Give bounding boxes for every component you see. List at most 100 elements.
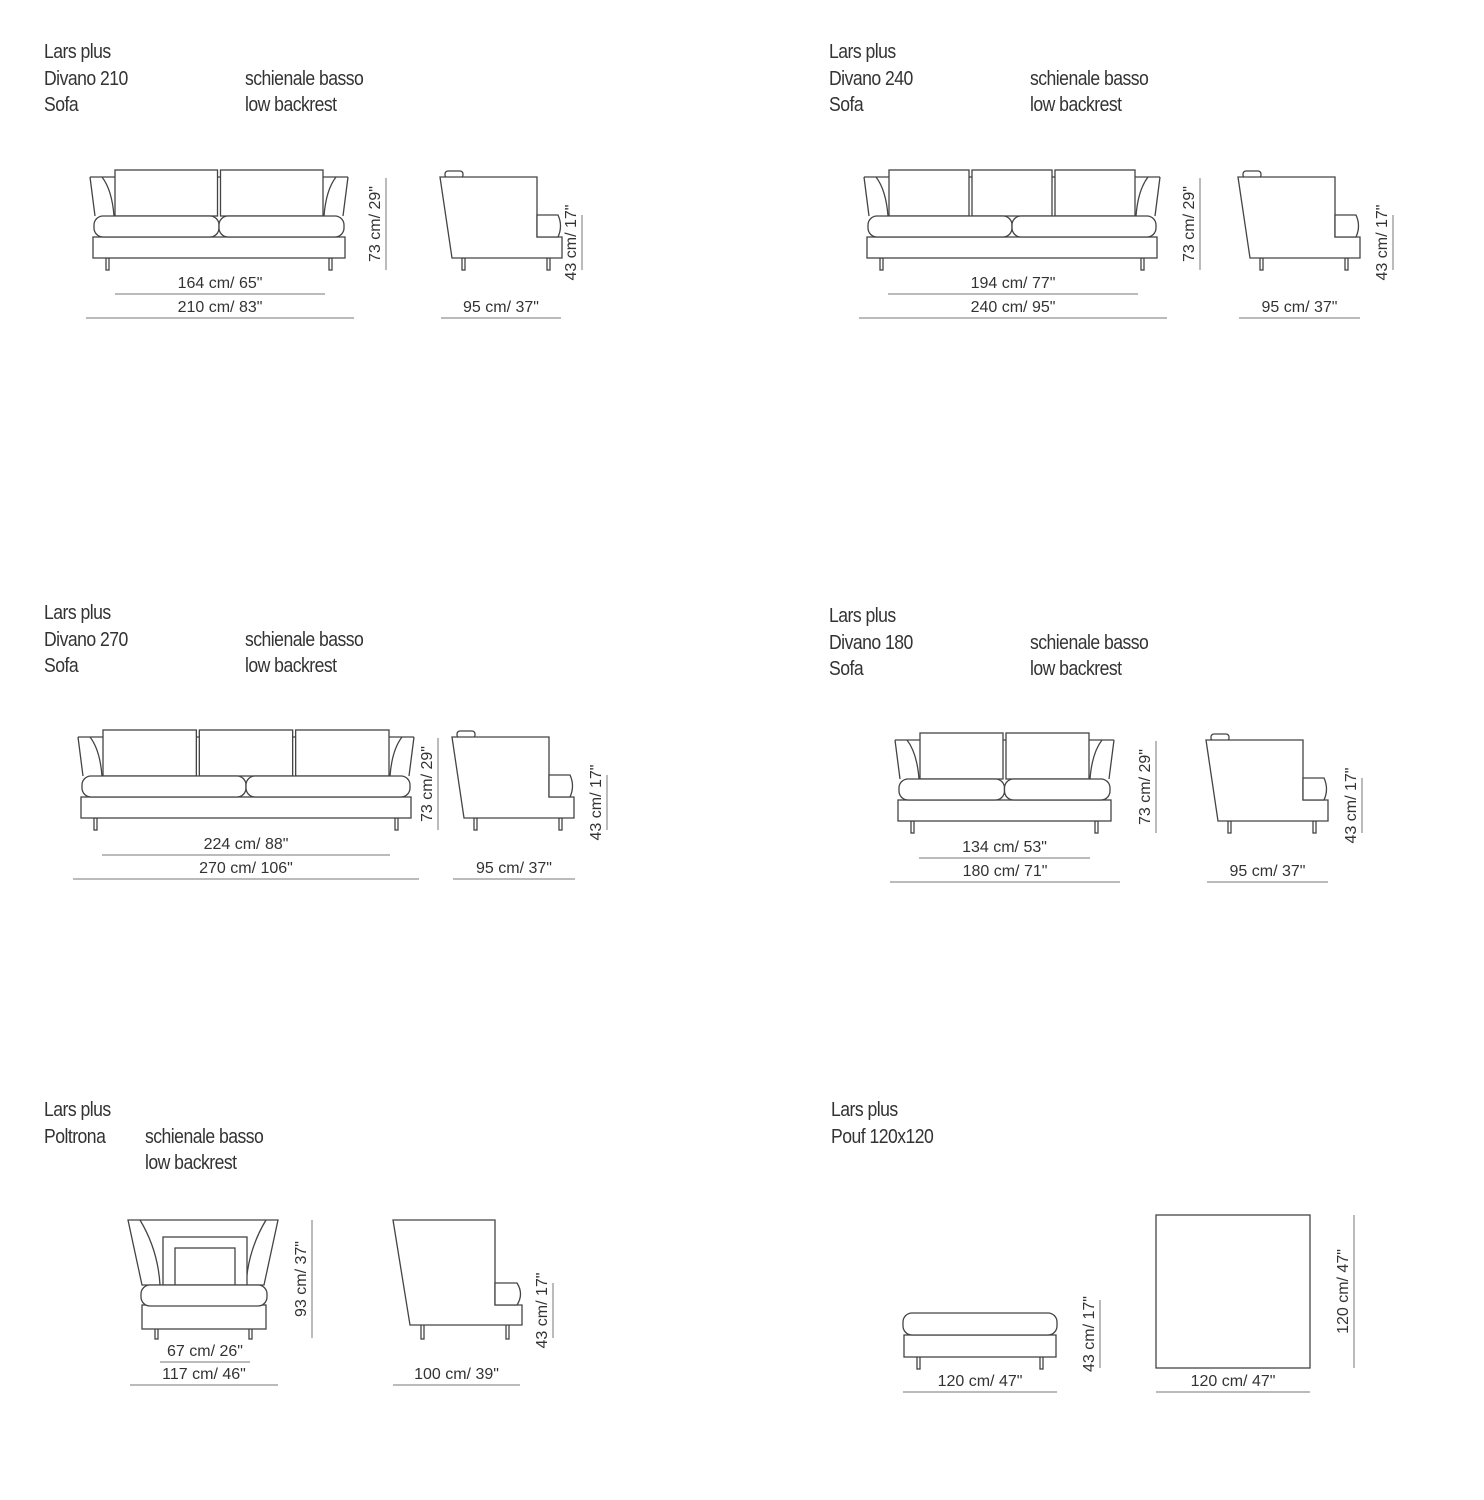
product-model: Poltrona	[44, 1125, 106, 1148]
pouf-top-view	[1155, 1214, 1311, 1369]
dimension-label: 100 cm/ 39"	[414, 1366, 499, 1383]
dimension-label: 43 cm/ 17"	[588, 765, 605, 841]
product-header-poltrona: Lars plus Poltrona	[44, 1097, 111, 1150]
sofa-side-view	[439, 170, 563, 271]
dimension-label: 43 cm/ 17"	[1081, 1296, 1098, 1372]
product-header-divano-180: Lars plus Divano 180 Sofa	[829, 603, 913, 683]
sofa-side-view	[1205, 733, 1329, 834]
backrest-label: schienale basso low backrest	[245, 66, 364, 119]
product-header-divano-270: Lars plus Divano 270 Sofa	[44, 600, 128, 680]
product-header-divano-210: Lars plus Divano 210 Sofa	[44, 39, 128, 119]
product-name: Lars plus	[44, 602, 111, 624]
backrest-label: schienale basso low backrest	[1030, 630, 1149, 683]
product-model: Divano 210	[44, 67, 128, 90]
product-name: Lars plus	[44, 1099, 111, 1121]
pouf-front-view	[902, 1312, 1058, 1370]
dimension-width: 210 cm/ 83"	[86, 299, 354, 319]
dimension-width: 120 cm/ 47"	[903, 1373, 1057, 1393]
product-name: Lars plus	[831, 1099, 898, 1121]
product-type: Sofa	[44, 655, 79, 677]
dimension-label: 43 cm/ 17"	[1374, 205, 1391, 281]
backrest-it: schienale basso	[145, 1125, 264, 1148]
backrest-en: low backrest	[245, 94, 337, 116]
dimension-height: 43 cm/ 17"	[534, 1273, 554, 1349]
backrest-en: low backrest	[1030, 94, 1122, 116]
dimension-label: 95 cm/ 37"	[1262, 299, 1338, 316]
dimension-label: 43 cm/ 17"	[534, 1273, 551, 1349]
dimension-label: 120 cm/ 47"	[938, 1373, 1023, 1390]
armchair-front-view	[127, 1219, 279, 1340]
product-type: Sofa	[44, 94, 79, 116]
sofa-front-view	[89, 169, 349, 271]
dimension-label: 240 cm/ 95"	[971, 299, 1056, 316]
dimension-label: 93 cm/ 37"	[293, 1241, 310, 1317]
dimension-width: 240 cm/ 95"	[859, 299, 1167, 319]
dimension-label: 117 cm/ 46"	[162, 1366, 246, 1383]
product-name: Lars plus	[829, 605, 896, 627]
dimension-height: 73 cm/ 29"	[367, 178, 387, 270]
dimension-width: 100 cm/ 39"	[393, 1366, 520, 1386]
dimension-width: 95 cm/ 37"	[1207, 863, 1328, 883]
backrest-it: schienale basso	[245, 67, 364, 90]
backrest-en: low backrest	[245, 655, 337, 677]
dimension-height: 93 cm/ 37"	[293, 1220, 313, 1338]
armchair-side-view	[392, 1219, 523, 1340]
sofa-front-view	[77, 729, 415, 831]
product-header-pouf: Lars plus Pouf 120x120	[831, 1097, 934, 1150]
dimension-height: 73 cm/ 29"	[1137, 741, 1157, 833]
dimension-width: 95 cm/ 37"	[453, 860, 575, 880]
sofa-front-view	[894, 732, 1115, 834]
dimension-width: 95 cm/ 37"	[1239, 299, 1360, 319]
dimension-width: 95 cm/ 37"	[441, 299, 561, 319]
dimension-width: 194 cm/ 77"	[888, 275, 1138, 295]
backrest-en: low backrest	[145, 1152, 237, 1174]
backrest-label: schienale basso low backrest	[245, 627, 364, 680]
dimension-width: 164 cm/ 65"	[115, 275, 325, 295]
dimension-label: 224 cm/ 88"	[204, 836, 289, 853]
dimension-label: 73 cm/ 29"	[1181, 186, 1198, 262]
dimension-width: 67 cm/ 26"	[160, 1343, 250, 1363]
dimension-width: 270 cm/ 106"	[73, 860, 419, 880]
backrest-it: schienale basso	[1030, 631, 1149, 654]
product-model: Pouf 120x120	[831, 1125, 934, 1148]
dimension-label: 43 cm/ 17"	[563, 205, 580, 281]
dimension-width: 120 cm/ 47"	[1156, 1373, 1310, 1393]
dimension-label: 95 cm/ 37"	[463, 299, 539, 316]
dimension-label: 73 cm/ 29"	[419, 746, 436, 822]
dimension-width: 134 cm/ 53"	[919, 839, 1090, 859]
product-name: Lars plus	[44, 41, 111, 63]
product-model: Divano 240	[829, 67, 913, 90]
backrest-it: schienale basso	[1030, 67, 1149, 90]
dimension-label: 270 cm/ 106"	[199, 860, 293, 877]
dimension-height: 43 cm/ 17"	[1374, 205, 1394, 281]
dimension-width: 180 cm/ 71"	[890, 863, 1120, 883]
dimension-label: 164 cm/ 65"	[178, 275, 263, 292]
product-type: Sofa	[829, 658, 864, 680]
product-name: Lars plus	[829, 41, 896, 63]
dimension-label: 95 cm/ 37"	[476, 860, 552, 877]
dimension-height: 120 cm/ 47"	[1335, 1215, 1355, 1368]
dimension-width: 224 cm/ 88"	[102, 836, 390, 856]
dimension-height: 43 cm/ 17"	[563, 205, 583, 281]
dimension-height: 43 cm/ 17"	[1343, 768, 1363, 844]
product-model: Divano 180	[829, 631, 913, 654]
dimension-height: 43 cm/ 17"	[1081, 1296, 1101, 1372]
sofa-side-view	[1237, 170, 1361, 271]
backrest-it: schienale basso	[245, 628, 364, 651]
dimension-height: 43 cm/ 17"	[588, 765, 608, 841]
dimension-label: 134 cm/ 53"	[962, 839, 1047, 856]
product-type: Sofa	[829, 94, 864, 116]
sofa-front-view	[863, 169, 1161, 271]
sofa-side-view	[451, 730, 575, 831]
dimension-label: 73 cm/ 29"	[367, 186, 384, 262]
dimension-width: 117 cm/ 46"	[130, 1366, 278, 1386]
dimension-label: 43 cm/ 17"	[1343, 768, 1360, 844]
dimension-label: 120 cm/ 47"	[1191, 1373, 1276, 1390]
dimension-height: 73 cm/ 29"	[1181, 178, 1201, 270]
dimension-label: 194 cm/ 77"	[971, 275, 1056, 292]
dimension-label: 73 cm/ 29"	[1137, 749, 1154, 825]
dimension-label: 210 cm/ 83"	[178, 299, 263, 316]
dimension-label: 120 cm/ 47"	[1335, 1249, 1352, 1334]
dimension-label: 67 cm/ 26"	[167, 1343, 243, 1360]
